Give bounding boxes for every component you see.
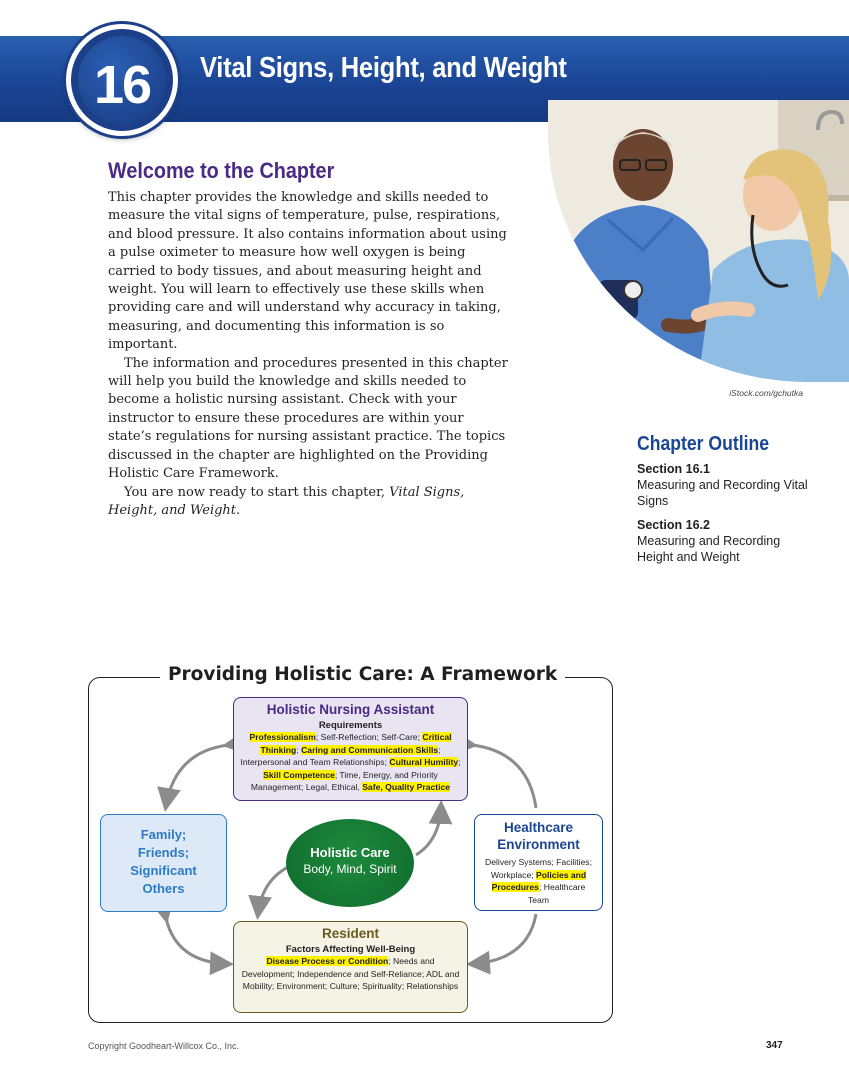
hna-subtitle: Requirements [318,720,383,731]
holistic-nursing-assistant-box: Holistic Nursing Assistant Requirements … [233,697,468,801]
environment-title-line: Healthcare [503,820,574,835]
holistic-care-oval: Holistic Care Body, Mind, Spirit [286,819,414,907]
resident-text: Disease Process or Condition; Needs and … [234,955,467,993]
hl-skill-competence: Skill Competence [263,769,335,780]
family-line: Family; [140,827,187,842]
chapter-title: Vital Signs, Height, and Weight [200,52,567,84]
framework-title: Providing Holistic Care: A Framework [160,664,566,685]
photo-illustration [548,100,849,382]
family-box: Family; Friends; Significant Others [100,814,227,912]
resident-box: Resident Factors Affecting Well-Being Di… [233,921,468,1013]
chapter-number-badge: 16 [66,24,178,136]
family-line: Others [142,881,185,896]
chapter-photo [548,100,849,382]
center-line-2: Body, Mind, Spirit [303,862,397,876]
chapter-outline: Section 16.1 Measuring and Recording Vit… [637,461,817,573]
resident-title: Resident [321,926,379,941]
page-number: 347 [766,1040,783,1051]
welcome-heading: Welcome to the Chapter [108,158,335,183]
outline-section-number: Section 16.1 [637,462,710,476]
hna-text: ; Interpersonal and Team Relationships; [240,744,441,768]
healthcare-environment-box: Healthcare Environment Delivery Systems;… [474,814,603,911]
family-line: Significant [130,863,197,878]
welcome-body: This chapter provides the knowledge and … [108,189,510,520]
outline-section-number: Section 16.2 [637,518,710,532]
resident-subtitle: Factors Affecting Well-Being [285,944,416,955]
outline-item[interactable]: Section 16.1 Measuring and Recording Vit… [637,461,817,509]
welcome-p3-suffix: . [236,502,241,518]
welcome-p3-prefix: You are now ready to start this chapter, [124,484,390,500]
environment-title: Healthcare Environment [475,819,602,853]
photo-credit: iStock.com/gchutka [729,388,803,398]
family-line: Friends; [137,845,190,860]
hna-text: ; [296,744,302,755]
outline-item[interactable]: Section 16.2 Measuring and Recording Hei… [637,517,817,565]
environment-title-line: Environment [497,837,580,852]
hl-professionalism: Professionalism [249,732,316,742]
footer-copyright: Copyright Goodheart-Willcox Co., Inc. [88,1041,240,1051]
hna-text: ; Time, Energy, and Priority Management;… [250,769,438,793]
outline-section-title: Measuring and Recording Vital Signs [637,478,808,508]
welcome-paragraph-1: This chapter provides the knowledge and … [108,190,507,353]
environment-text-part: Delivery Systems; Facilities; Workplace; [485,857,592,880]
environment-text-part: ; [538,882,542,893]
hna-requirements: Professionalism; Self-Reflection; Self-C… [234,731,467,794]
environment-text-part: Healthcare Team [527,882,586,905]
hl-disease-process: Disease Process or Condition [266,956,389,966]
hl-cultural-humility: Cultural Humility [389,757,459,768]
welcome-paragraph-2: The information and procedures presented… [108,355,508,482]
hna-title: Holistic Nursing Assistant [266,702,435,717]
hna-text: ; Self-Reflection; Self-Care; [315,732,423,742]
family-title: Family; Friends; Significant Others [101,826,226,898]
hl-safe-quality-practice: Safe, Quality Practice [362,782,451,793]
outline-section-title: Measuring and Recording Height and Weigh… [637,534,781,564]
welcome-p3-italic: Vital Signs, Height, and Weight [108,484,465,518]
welcome-paragraph-3: You are now ready to start this chapter,… [108,484,510,521]
environment-text: Delivery Systems; Facilities; Workplace;… [475,856,602,906]
resident-text-part: ; Needs and Development; Independence an… [241,956,460,992]
chapter-number-badge-inner: 16 [78,36,166,124]
hl-caring-communication: Caring and Communication Skills [301,744,439,755]
center-line-1: Holistic Care [310,845,390,860]
chapter-number: 16 [93,55,152,115]
hna-text: ; [458,757,461,768]
outline-heading: Chapter Outline [637,433,770,455]
